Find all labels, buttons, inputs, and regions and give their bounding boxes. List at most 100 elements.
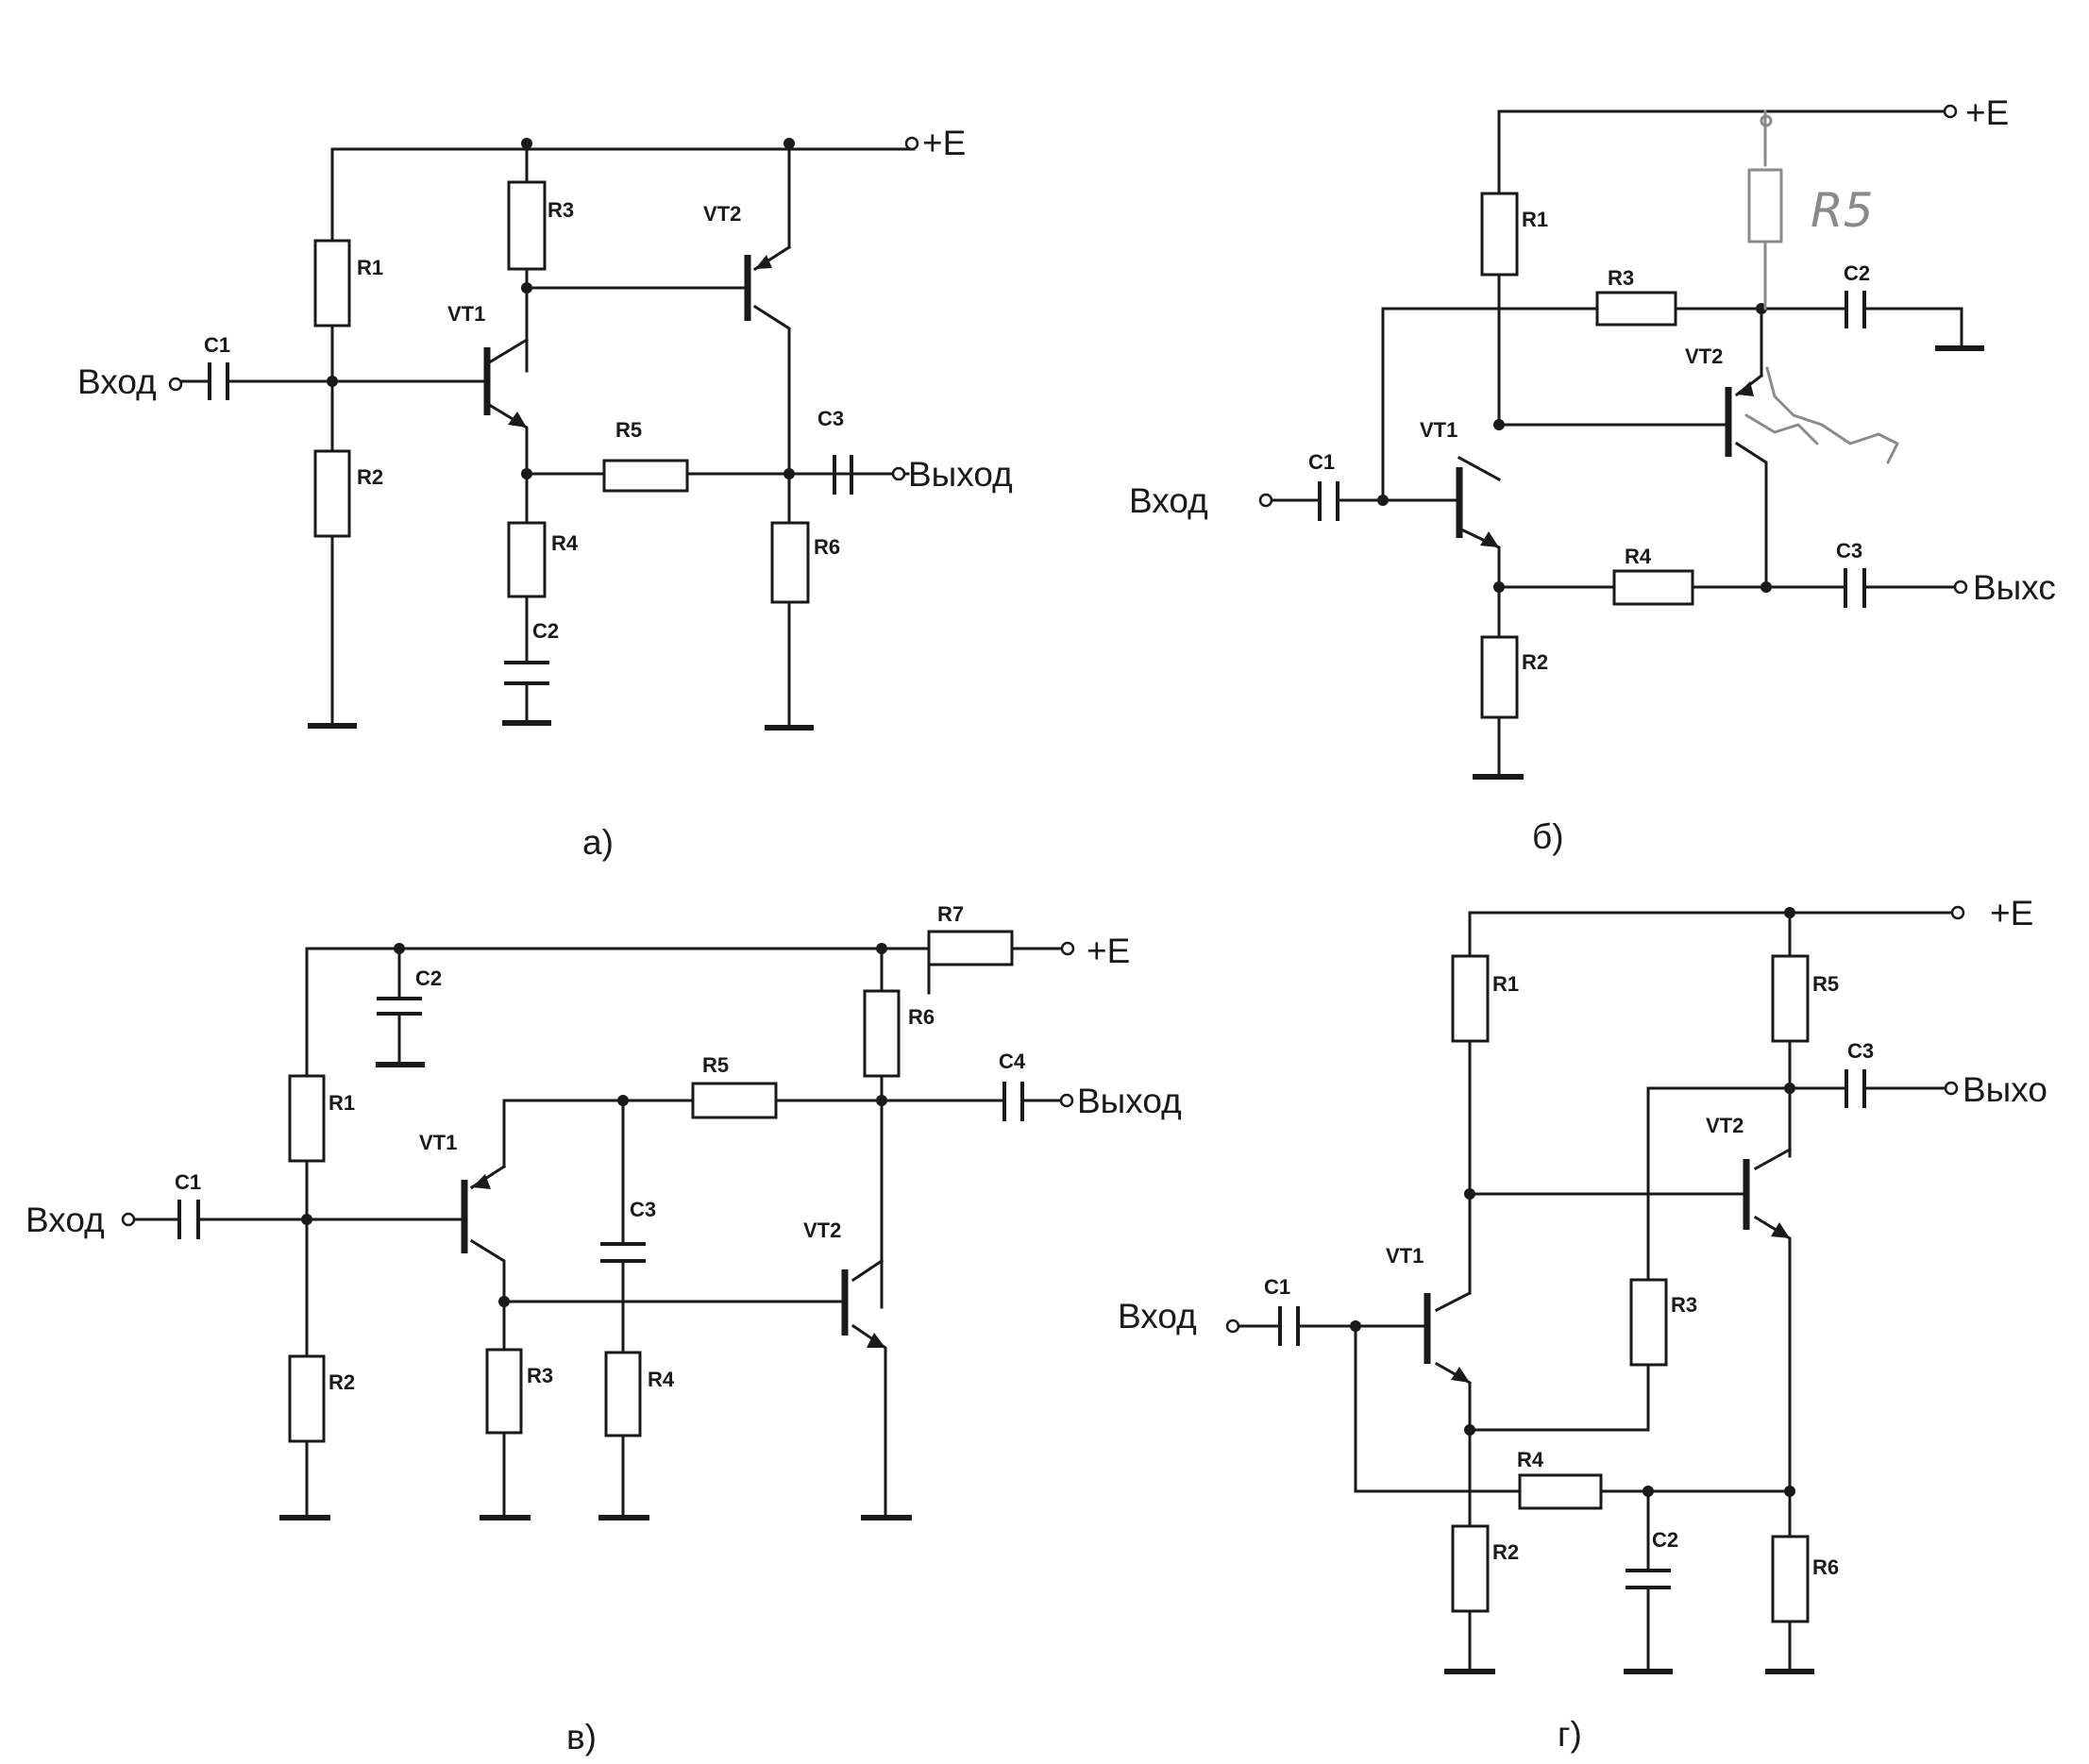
capacitor-C3 <box>833 455 853 495</box>
supply-label: +E <box>1990 894 2033 932</box>
resistor-R1 <box>1451 954 1490 1043</box>
pencil-note: R5 <box>1811 183 1874 238</box>
output-label: Выхс <box>1973 568 2056 607</box>
supply-label: +E <box>922 124 966 162</box>
capacitor-C3 <box>1844 568 1866 608</box>
component-label: C3 <box>1836 539 1862 563</box>
resistor-R6 <box>770 521 810 604</box>
component-label: R4 <box>1517 1448 1544 1471</box>
component-label: R5 <box>615 418 642 442</box>
supply-terminal <box>1060 941 1075 956</box>
panel-caption: г) <box>1558 1715 1582 1754</box>
component-label: R1 <box>357 256 383 279</box>
component-label: R2 <box>357 465 383 489</box>
component-label: R4 <box>551 531 579 555</box>
output-terminal <box>891 466 906 481</box>
output-terminal <box>1953 580 1968 595</box>
component-label: C3 <box>1847 1039 1874 1063</box>
component-label: R5 <box>702 1053 729 1077</box>
capacitor-C3 <box>1845 1069 1866 1108</box>
input-label: Вход <box>1129 481 1208 520</box>
resistor-R4 <box>604 1351 642 1437</box>
component-label: R3 <box>548 198 574 222</box>
output-terminal <box>1059 1093 1074 1108</box>
resistor-R1 <box>288 1074 326 1163</box>
resistor-R5 <box>691 1082 778 1119</box>
resistor-R2 <box>1480 635 1519 719</box>
resistor-R7 <box>927 930 1014 966</box>
input-terminal <box>1225 1319 1240 1334</box>
resistor-R4 <box>1518 1473 1603 1510</box>
resistor-R2 <box>1451 1524 1490 1613</box>
component-label: C2 <box>532 619 559 643</box>
component-label: R6 <box>1812 1555 1839 1579</box>
component-label: VT1 <box>1386 1244 1424 1268</box>
component-label: R4 <box>648 1368 675 1391</box>
component-label: R2 <box>329 1370 355 1394</box>
transistor-VT1 <box>483 347 527 428</box>
transistor-VT2 <box>744 255 772 321</box>
resistor-R1 <box>313 239 351 328</box>
component-label: R1 <box>1492 972 1519 996</box>
capacitor-C3 <box>600 1242 646 1263</box>
capacitor-C2 <box>504 661 549 685</box>
capacitor-C1 <box>1278 1306 1300 1346</box>
supply-terminal <box>1943 104 1958 119</box>
component-label: R2 <box>1492 1540 1519 1564</box>
component-label: C1 <box>1308 450 1335 474</box>
resistor-R6 <box>863 989 901 1078</box>
panel-a: Вход +E Выход R1 R2 R3 R4 R5 R6 C1 C2 C3… <box>77 124 1013 862</box>
component-label: C1 <box>175 1170 201 1194</box>
resistor-R4 <box>507 521 547 598</box>
output-terminal <box>1944 1081 1959 1096</box>
component-label: R3 <box>527 1364 553 1387</box>
panel-c: Вход +E Выход R1 R2 R3 R4 R5 R6 R7 C1 C2… <box>25 902 1182 1756</box>
component-label: R7 <box>937 902 964 926</box>
input-label: Вход <box>1118 1297 1197 1336</box>
pencil-annotation <box>1744 109 1899 464</box>
capacitor-C2 <box>377 997 422 1016</box>
component-label: C2 <box>415 966 442 990</box>
resistor-R3 <box>1595 291 1677 327</box>
component-label: R3 <box>1671 1293 1697 1317</box>
input-terminal <box>1258 493 1273 508</box>
component-label: C1 <box>204 333 230 357</box>
component-label: R1 <box>329 1091 355 1115</box>
input-label: Вход <box>25 1201 105 1239</box>
component-label: VT2 <box>703 202 741 226</box>
resistor-R5 <box>602 459 689 493</box>
component-label: C3 <box>817 407 844 430</box>
resistor-R2 <box>313 449 351 538</box>
transistor-VT1 <box>1456 467 1499 547</box>
component-label: VT2 <box>1706 1114 1744 1137</box>
component-label: VT2 <box>803 1218 841 1242</box>
component-label: R6 <box>908 1005 935 1029</box>
component-label: R6 <box>814 535 840 559</box>
output-label: Выход <box>1077 1082 1182 1120</box>
resistor-R6 <box>1771 1535 1810 1623</box>
component-label: R4 <box>1625 545 1652 568</box>
component-label: VT1 <box>1420 418 1457 442</box>
capacitor-C1 <box>208 362 229 400</box>
resistor-R3 <box>507 180 547 271</box>
supply-label: +E <box>1087 932 1130 970</box>
resistor-R3 <box>485 1348 523 1435</box>
input-terminal <box>168 377 183 392</box>
supply-terminal <box>904 136 919 151</box>
transistor-VT2 <box>1743 1159 1790 1238</box>
panel-d: Вход +E Выхо R1 R2 R3 R4 R5 R6 C1 C2 C3 … <box>1118 894 2047 1754</box>
component-label: VT1 <box>419 1131 457 1154</box>
panel-caption: в) <box>566 1718 597 1756</box>
transistor-VT1 <box>461 1174 491 1253</box>
input-terminal <box>121 1212 136 1227</box>
supply-label: +E <box>1965 93 2009 132</box>
component-label: C2 <box>1652 1528 1678 1552</box>
capacitor-C1 <box>177 1200 200 1239</box>
resistor-R1 <box>1480 192 1519 277</box>
component-label: VT2 <box>1685 344 1723 368</box>
panel-b: R5 Вход +E Выхс R1 R2 R3 R4 C1 C2 C3 VT1… <box>1129 93 2056 856</box>
component-label: VT1 <box>447 302 485 326</box>
resistor-R5 <box>1771 954 1810 1043</box>
component-label: R1 <box>1522 208 1548 231</box>
